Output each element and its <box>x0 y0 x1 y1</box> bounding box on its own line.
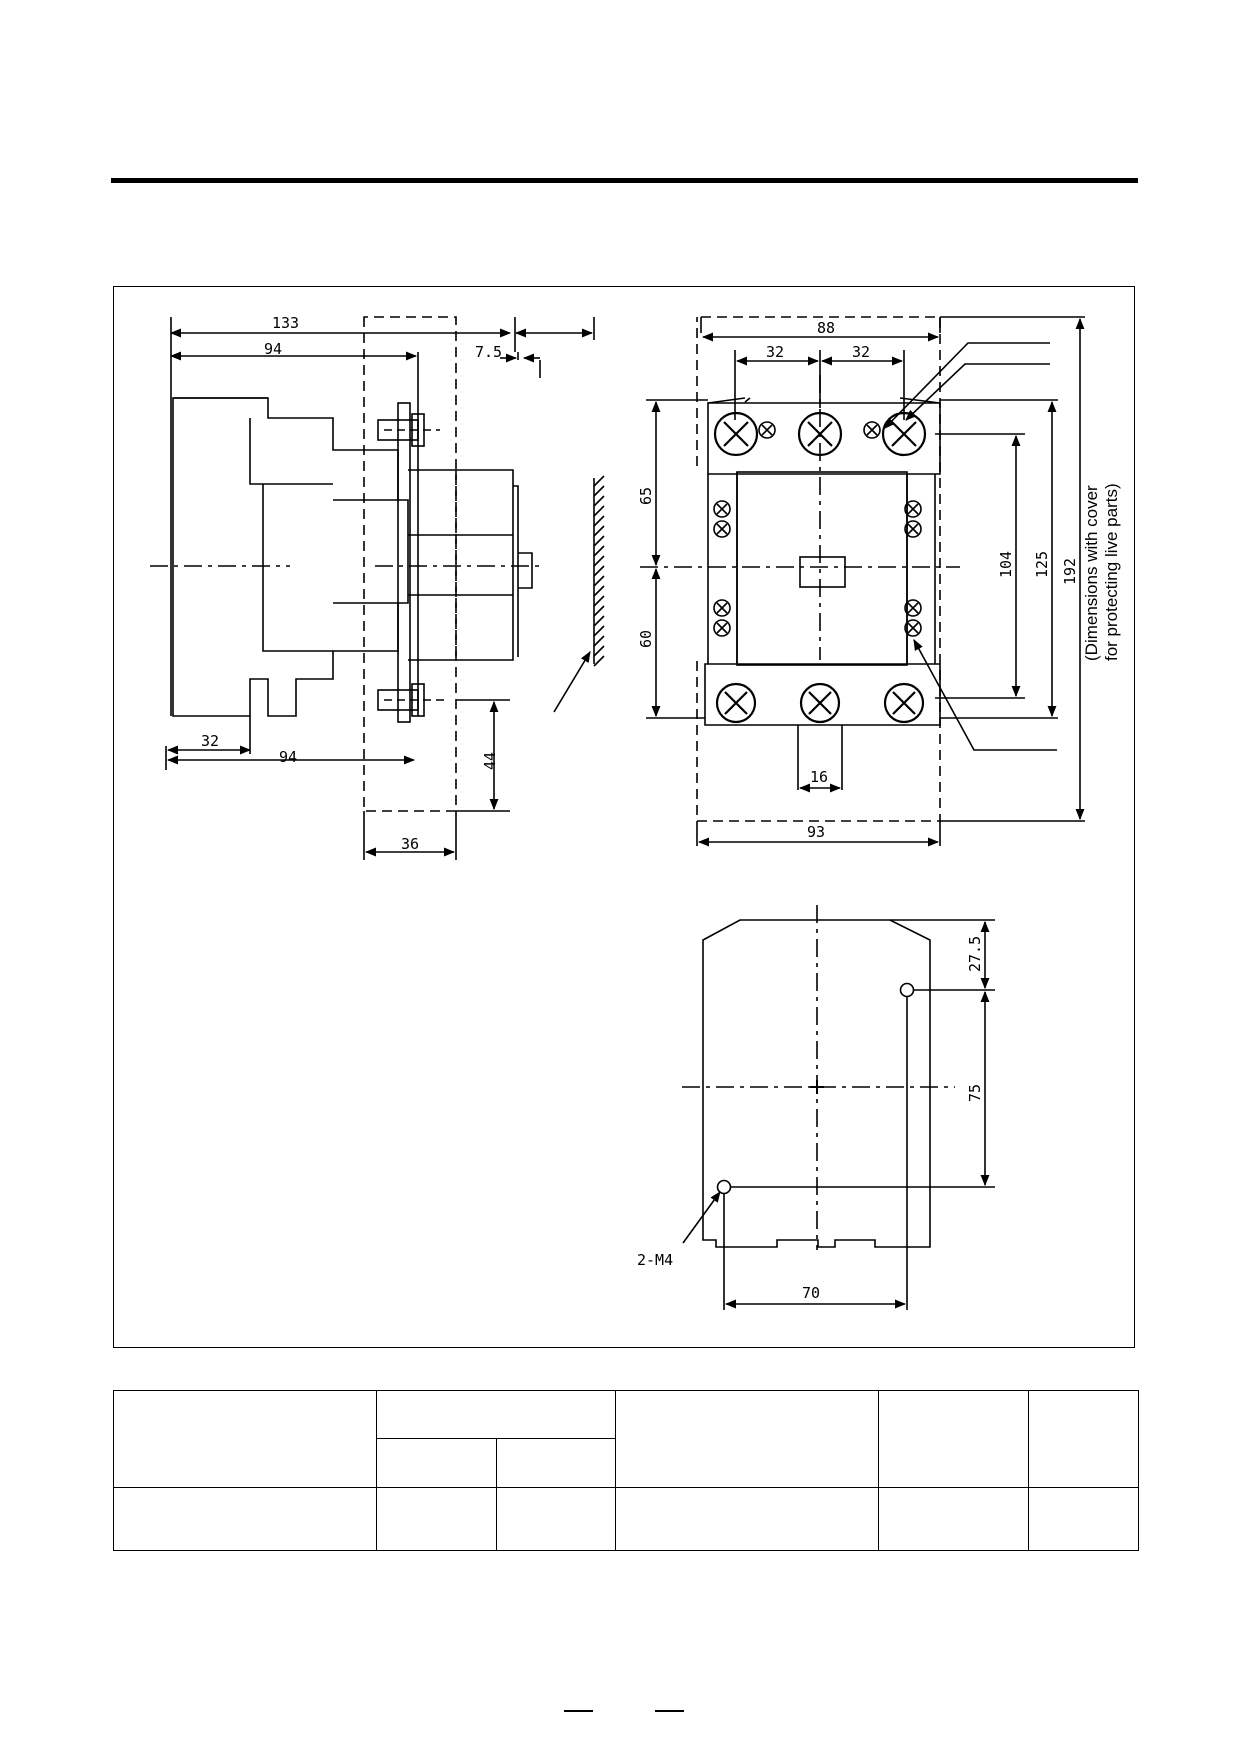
dim-36: 36 <box>401 835 419 853</box>
dim-125: 125 <box>1033 551 1051 578</box>
header-rule <box>111 178 1138 183</box>
dim-104: 104 <box>997 551 1015 578</box>
dim-65: 65 <box>637 487 655 505</box>
spec-cell <box>1028 1486 1139 1552</box>
spec-header-3 <box>615 1390 879 1488</box>
spec-cell <box>878 1486 1029 1552</box>
dim-32-right: 32 <box>852 343 870 361</box>
dim-16: 16 <box>810 768 828 786</box>
page-number-dash-left <box>564 1710 593 1712</box>
spec-header-5 <box>1028 1390 1139 1488</box>
spec-header-4 <box>878 1390 1029 1488</box>
page-number-dash-right <box>655 1710 684 1712</box>
dim-32-left: 32 <box>766 343 784 361</box>
dim-32-side: 32 <box>201 732 219 750</box>
dim-94-bottom: 94 <box>279 748 297 766</box>
cover-note-line2: for protecting live parts) <box>1102 483 1121 661</box>
side-view <box>150 316 605 860</box>
dim-70: 70 <box>802 1284 820 1302</box>
cover-note-line1: (Dimensions with cover <box>1082 485 1101 661</box>
spec-header-1 <box>113 1390 377 1488</box>
spec-cell <box>376 1486 497 1552</box>
dim-27-5: 27.5 <box>966 936 984 972</box>
dim-94-top: 94 <box>264 340 282 358</box>
drawing-frame <box>113 286 1135 1348</box>
dim-60: 60 <box>637 630 655 648</box>
dim-88: 88 <box>817 319 835 337</box>
spec-cell <box>113 1486 377 1552</box>
dim-192: 192 <box>1061 558 1079 585</box>
spec-table <box>113 1389 1139 1552</box>
spec-cell <box>496 1486 616 1552</box>
spec-header-2 <box>376 1389 616 1440</box>
spec-cell <box>615 1486 879 1552</box>
dim-75: 75 <box>966 1084 984 1102</box>
hole-label: 2-M4 <box>637 1251 673 1269</box>
spec-subheader-2 <box>496 1438 616 1488</box>
dim-133: 133 <box>272 314 299 332</box>
dim-7-5: 7.5 <box>475 343 502 361</box>
spec-subheader-1 <box>376 1438 497 1488</box>
mounting-view <box>682 905 995 1310</box>
dim-44: 44 <box>481 752 499 770</box>
dim-93: 93 <box>807 823 825 841</box>
front-view <box>640 316 1085 847</box>
